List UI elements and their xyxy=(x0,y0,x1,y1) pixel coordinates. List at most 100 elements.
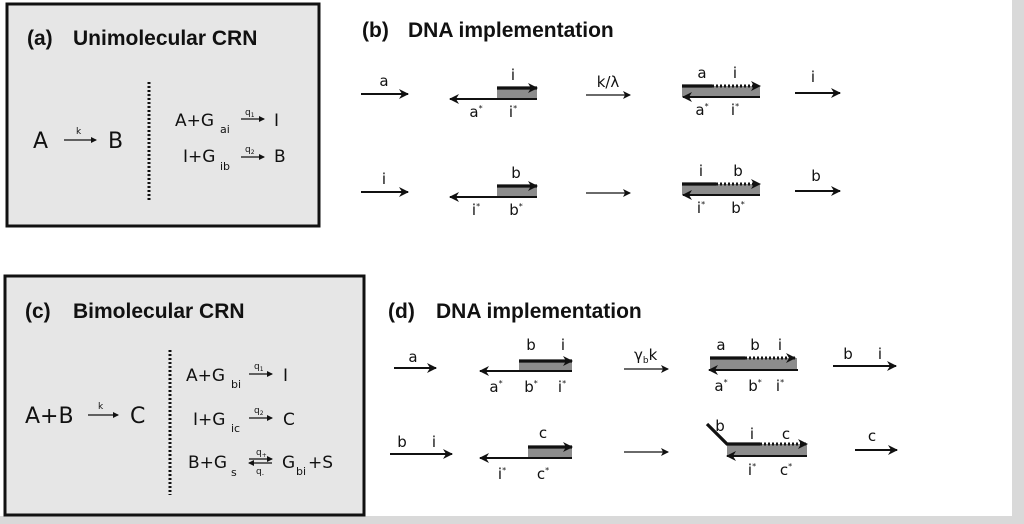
gate-bottom-label: b* xyxy=(509,201,523,219)
gate-bottom-label: b* xyxy=(524,378,538,396)
product-top-label: i xyxy=(733,64,737,82)
impl-reaction-2: I+G ib q2 B xyxy=(183,145,286,173)
product: C xyxy=(283,410,295,430)
reaction-left: A+B xyxy=(25,404,74,429)
reaction-rate: k xyxy=(76,127,82,137)
duplex-fill xyxy=(727,444,807,456)
gate-top-label: b xyxy=(526,336,536,354)
gate-bottom-label: i* xyxy=(558,378,566,396)
gate-bottom-label: i* xyxy=(509,103,517,121)
rate-forward: q+ xyxy=(256,448,267,459)
subscript: ic xyxy=(231,422,240,435)
product-top-label: b xyxy=(733,162,743,180)
rate: q2 xyxy=(245,145,255,156)
gate-bottom-label: i* xyxy=(498,465,506,483)
toehold-fill xyxy=(528,447,572,458)
product-tail: +S xyxy=(308,453,333,473)
panel-b-label: (b) xyxy=(362,19,389,42)
row-1: a i a* i* k/λ a i a* i* i xyxy=(361,64,841,121)
reactants: I+G xyxy=(193,410,225,430)
product-bottom-label: b* xyxy=(748,377,762,395)
reaction-right: B xyxy=(108,129,123,154)
product-top-label: i xyxy=(778,336,782,354)
reactants: A+G xyxy=(186,366,225,386)
impl-reaction-2: I+G ic q2 C xyxy=(193,406,295,435)
product: I xyxy=(274,111,279,131)
gate-bottom-label: i* xyxy=(472,201,480,219)
product-bottom-label: b* xyxy=(731,199,745,217)
duplex-fill xyxy=(682,184,760,195)
toehold-fill xyxy=(519,361,572,371)
output-label: i xyxy=(878,345,882,363)
rate-label: k/λ xyxy=(597,73,620,91)
toehold-fill xyxy=(497,186,537,197)
output-label: b xyxy=(843,345,853,363)
product-bottom-label: i* xyxy=(776,377,784,395)
input-label: a xyxy=(379,72,388,90)
panel-a: (a) Unimolecular CRN A k B A+G ai q1 I I… xyxy=(5,2,321,228)
subscript: ib xyxy=(220,160,230,173)
input-label: i xyxy=(432,433,436,451)
product-top-label: a xyxy=(716,336,725,354)
product: I xyxy=(283,366,288,386)
impl-reaction-1: A+G ai q1 I xyxy=(175,108,279,136)
reactants: B+G xyxy=(188,453,227,473)
subscript: s xyxy=(231,466,237,479)
rate: q1 xyxy=(245,108,255,119)
panel-d-label: (d) xyxy=(388,300,415,323)
toehold-fill xyxy=(497,88,537,99)
input-label: a xyxy=(408,348,417,366)
product-bottom-label: a* xyxy=(695,101,708,119)
row-2: i b i* b* i b i* b* b xyxy=(361,162,841,219)
product-top-strand xyxy=(705,422,760,446)
product-top-label: i xyxy=(699,162,703,180)
panel-c-box xyxy=(3,274,366,517)
output-label: c xyxy=(868,427,876,445)
rate-label: γbk xyxy=(634,346,658,366)
product-bottom-label: c* xyxy=(780,461,792,479)
reaction-right: C xyxy=(130,404,145,429)
panel-c: (c) Bimolecular CRN A+B k C A+G bi q1 I … xyxy=(3,274,366,517)
gate-bottom-label: c* xyxy=(537,465,549,483)
gate-top-label: b xyxy=(511,164,521,182)
input-label: b xyxy=(397,433,407,451)
panel-b: (b) DNA implementation a i a* i* k/λ a i… xyxy=(361,19,841,219)
reaction-rate: k xyxy=(98,402,104,412)
right-border-strip xyxy=(1012,0,1024,524)
reactants: I+G xyxy=(183,147,215,167)
reactants: A+G xyxy=(175,111,214,131)
panel-c-title: Bimolecular CRN xyxy=(73,300,245,323)
rate: q1 xyxy=(254,362,264,373)
panel-d: (d) DNA implementation a b i a* b* i* γb… xyxy=(388,300,898,483)
panel-a-box xyxy=(5,2,321,228)
product-top-label: a xyxy=(697,64,706,82)
gate-top-label: i xyxy=(561,336,565,354)
gate-top-label: i xyxy=(511,66,515,84)
product-bottom-label: i* xyxy=(731,101,739,119)
product-subscript: bi xyxy=(296,465,306,478)
input-label: i xyxy=(382,170,386,188)
panel-d-title: DNA implementation xyxy=(436,300,642,323)
gate-bottom-label: a* xyxy=(489,378,502,396)
product-bottom-label: i* xyxy=(748,461,756,479)
rate: q2 xyxy=(254,406,264,417)
duplex-fill xyxy=(710,358,797,370)
impl-reaction-1: A+G bi q1 I xyxy=(186,362,288,391)
product-top-label: b xyxy=(715,417,725,435)
product-top-label: c xyxy=(782,425,790,443)
panel-b-title: DNA implementation xyxy=(408,19,614,42)
reaction-left: A xyxy=(33,129,48,154)
row-2: b i c i* c* b i c i* c* c xyxy=(390,417,898,483)
row-1: a b i a* b* i* γbk a b i a* b* i* b i xyxy=(394,336,897,396)
panel-a-title: Unimolecular CRN xyxy=(73,27,257,50)
bottom-border-strip xyxy=(0,516,1024,524)
product-bottom-label: i* xyxy=(697,199,705,217)
panel-c-label: (c) xyxy=(25,300,51,323)
duplex-fill xyxy=(682,86,760,97)
product: G xyxy=(282,453,295,473)
product-bottom-label: a* xyxy=(714,377,727,395)
product-top-label: b xyxy=(750,336,760,354)
gate-bottom-label: a* xyxy=(469,103,482,121)
subscript: bi xyxy=(231,378,241,391)
